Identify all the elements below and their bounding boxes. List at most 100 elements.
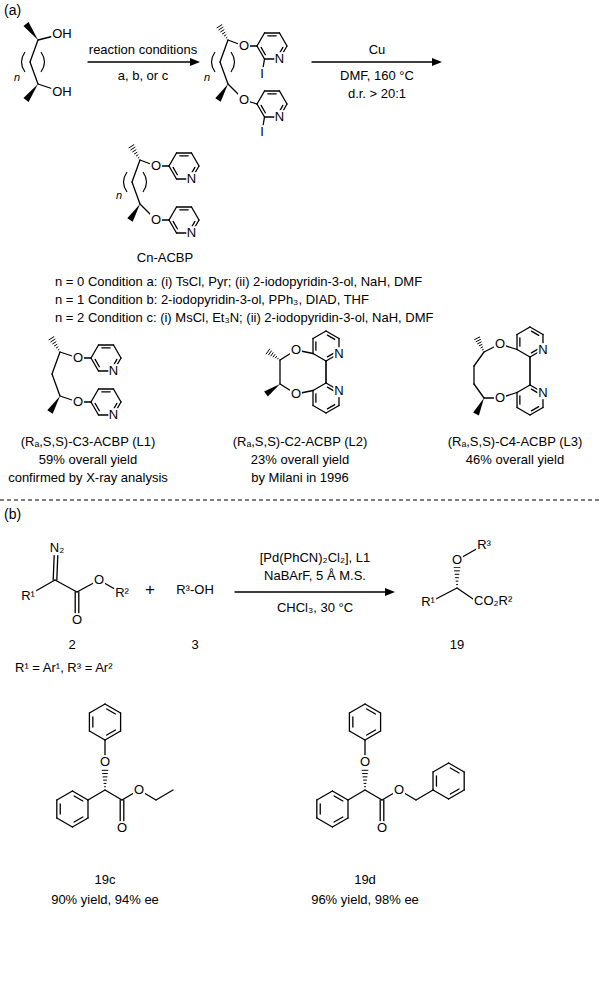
atom-label: CO₂R² <box>473 594 513 608</box>
atom-label: N <box>333 347 344 361</box>
bond <box>365 704 381 713</box>
bond <box>87 800 88 818</box>
text-label: n = 2 Condition c: (i) MsCl, Et₃N; (ii) … <box>55 311 433 325</box>
bond <box>313 354 326 362</box>
atom-label: N <box>186 172 197 186</box>
bond <box>180 209 188 210</box>
bond <box>53 342 56 344</box>
bond <box>265 32 280 33</box>
text-label: (Rₐ,S,S)-C3-ACBP (L1) <box>21 435 156 449</box>
bond <box>280 33 288 46</box>
bond <box>221 30 224 32</box>
bond <box>55 580 77 592</box>
atom-label: N <box>274 110 285 124</box>
bond <box>481 346 483 348</box>
atom-label: O <box>72 351 84 365</box>
bond <box>74 796 83 801</box>
text-label: 3 <box>191 638 198 652</box>
text-label: 90% yield, 94% ee <box>51 893 159 907</box>
bond <box>134 152 136 154</box>
bond <box>30 62 38 84</box>
text-label: 23% overall yield <box>251 453 349 467</box>
bond <box>265 90 280 91</box>
bond <box>475 337 480 340</box>
bond <box>88 61 196 62</box>
text-label: (a) <box>4 3 21 18</box>
bond <box>316 800 317 818</box>
bond <box>120 713 121 731</box>
bond <box>348 790 365 800</box>
atom-label: O <box>72 395 84 409</box>
bond <box>52 352 60 374</box>
atom-label: O <box>116 821 128 835</box>
atom-label: O <box>494 391 506 405</box>
text-label: n = 0 Condition a: (i) TsCl, Pyr; (ii) 2… <box>55 275 422 289</box>
bond <box>312 61 438 62</box>
bond <box>169 207 177 220</box>
bond <box>261 105 265 112</box>
bond <box>169 220 177 233</box>
bond <box>433 763 449 772</box>
bond <box>464 772 465 790</box>
atom-label: N <box>274 52 285 66</box>
bond <box>517 327 530 335</box>
bond <box>257 33 265 46</box>
atom-label: O <box>133 783 145 797</box>
bond <box>169 153 177 166</box>
bond <box>173 221 177 228</box>
bond <box>95 403 99 410</box>
bond <box>474 384 484 398</box>
text-label: + <box>145 581 155 599</box>
bond <box>217 25 222 28</box>
bond <box>482 349 484 350</box>
bond <box>224 35 226 36</box>
bond <box>456 584 458 585</box>
atom-label: OH <box>51 85 73 99</box>
text-label: n <box>204 72 210 84</box>
bond <box>271 353 273 356</box>
bond <box>516 335 517 350</box>
atom-label: N <box>333 384 344 398</box>
bond <box>315 342 316 350</box>
bond <box>219 27 223 30</box>
bond <box>220 62 228 84</box>
atom-label: I <box>259 125 265 139</box>
bond <box>180 155 188 156</box>
atom-label: R¹ <box>420 595 436 609</box>
bond <box>131 147 135 150</box>
text-label: (Rₐ,S,S)-C2-ACBP (L2) <box>233 435 368 449</box>
text-label: 96% yield, 98% ee <box>311 893 419 907</box>
text-label: reaction conditions <box>89 43 197 57</box>
atom-label: OH <box>51 27 73 41</box>
bond <box>88 790 105 800</box>
bond <box>367 709 376 714</box>
bond <box>269 351 272 355</box>
arrow-head <box>190 58 200 66</box>
bond <box>103 773 108 774</box>
bond <box>519 396 520 404</box>
wedge-bond <box>47 396 60 414</box>
bond <box>222 32 224 34</box>
atom-label: O <box>290 387 302 401</box>
atom-label: O <box>238 39 250 53</box>
bond <box>60 804 61 814</box>
text-label: DMF, 160 °C <box>340 69 414 83</box>
bracket <box>124 172 128 192</box>
wedge-bond <box>23 22 38 40</box>
bond <box>349 731 365 740</box>
bond <box>517 385 530 393</box>
bond <box>53 555 54 580</box>
bond <box>92 717 93 727</box>
bond <box>380 713 381 731</box>
bond <box>449 763 465 772</box>
bond <box>313 406 326 414</box>
bond <box>257 104 265 117</box>
bond <box>132 160 140 182</box>
bracket <box>212 52 216 72</box>
bond <box>315 394 316 402</box>
bond <box>105 731 121 740</box>
atom-label: N₂ <box>49 541 65 555</box>
text-label: [Pd(PhCN)₂Cl₂], L1 <box>260 551 371 565</box>
atom-label: O <box>393 783 405 797</box>
